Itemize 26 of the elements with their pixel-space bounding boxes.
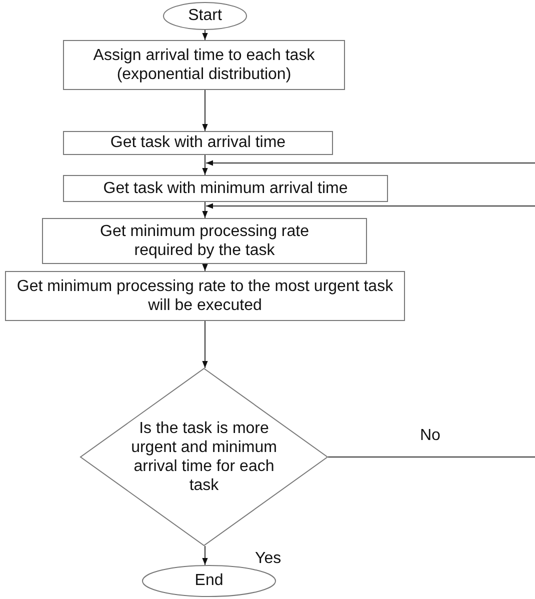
arrow (202, 320, 208, 368)
process-box (63, 131, 333, 155)
arrow (202, 546, 208, 566)
process-text: Assign arrival time to each task (exponential distribution) (92, 46, 316, 84)
terminal-oval (142, 565, 276, 597)
arrow (202, 30, 208, 40)
decision-text: Is the task is more urgent and minimum arrival time for each task (130, 418, 278, 496)
process-box (5, 271, 405, 321)
arrow (202, 90, 208, 132)
process-text: Get minimum processing rate to the most urgent task will be executed (16, 276, 394, 316)
arrow (206, 203, 535, 209)
connector-line (328, 456, 535, 458)
terminal-label: Start (188, 6, 222, 26)
terminal-label: End (194, 571, 224, 591)
process-box (42, 218, 367, 264)
arrow (202, 264, 208, 272)
process-box (63, 175, 388, 202)
arrow (202, 202, 208, 218)
decision-diamond (80, 368, 328, 546)
process-box (63, 40, 345, 90)
arrow (206, 160, 535, 166)
process-text: Get minimum processing rate required by the task (99, 222, 310, 260)
process-text: Get task with minimum arrival time (103, 178, 348, 198)
process-text: Get task with arrival time (110, 133, 286, 153)
arrow (202, 154, 208, 176)
terminal-oval (163, 2, 247, 30)
